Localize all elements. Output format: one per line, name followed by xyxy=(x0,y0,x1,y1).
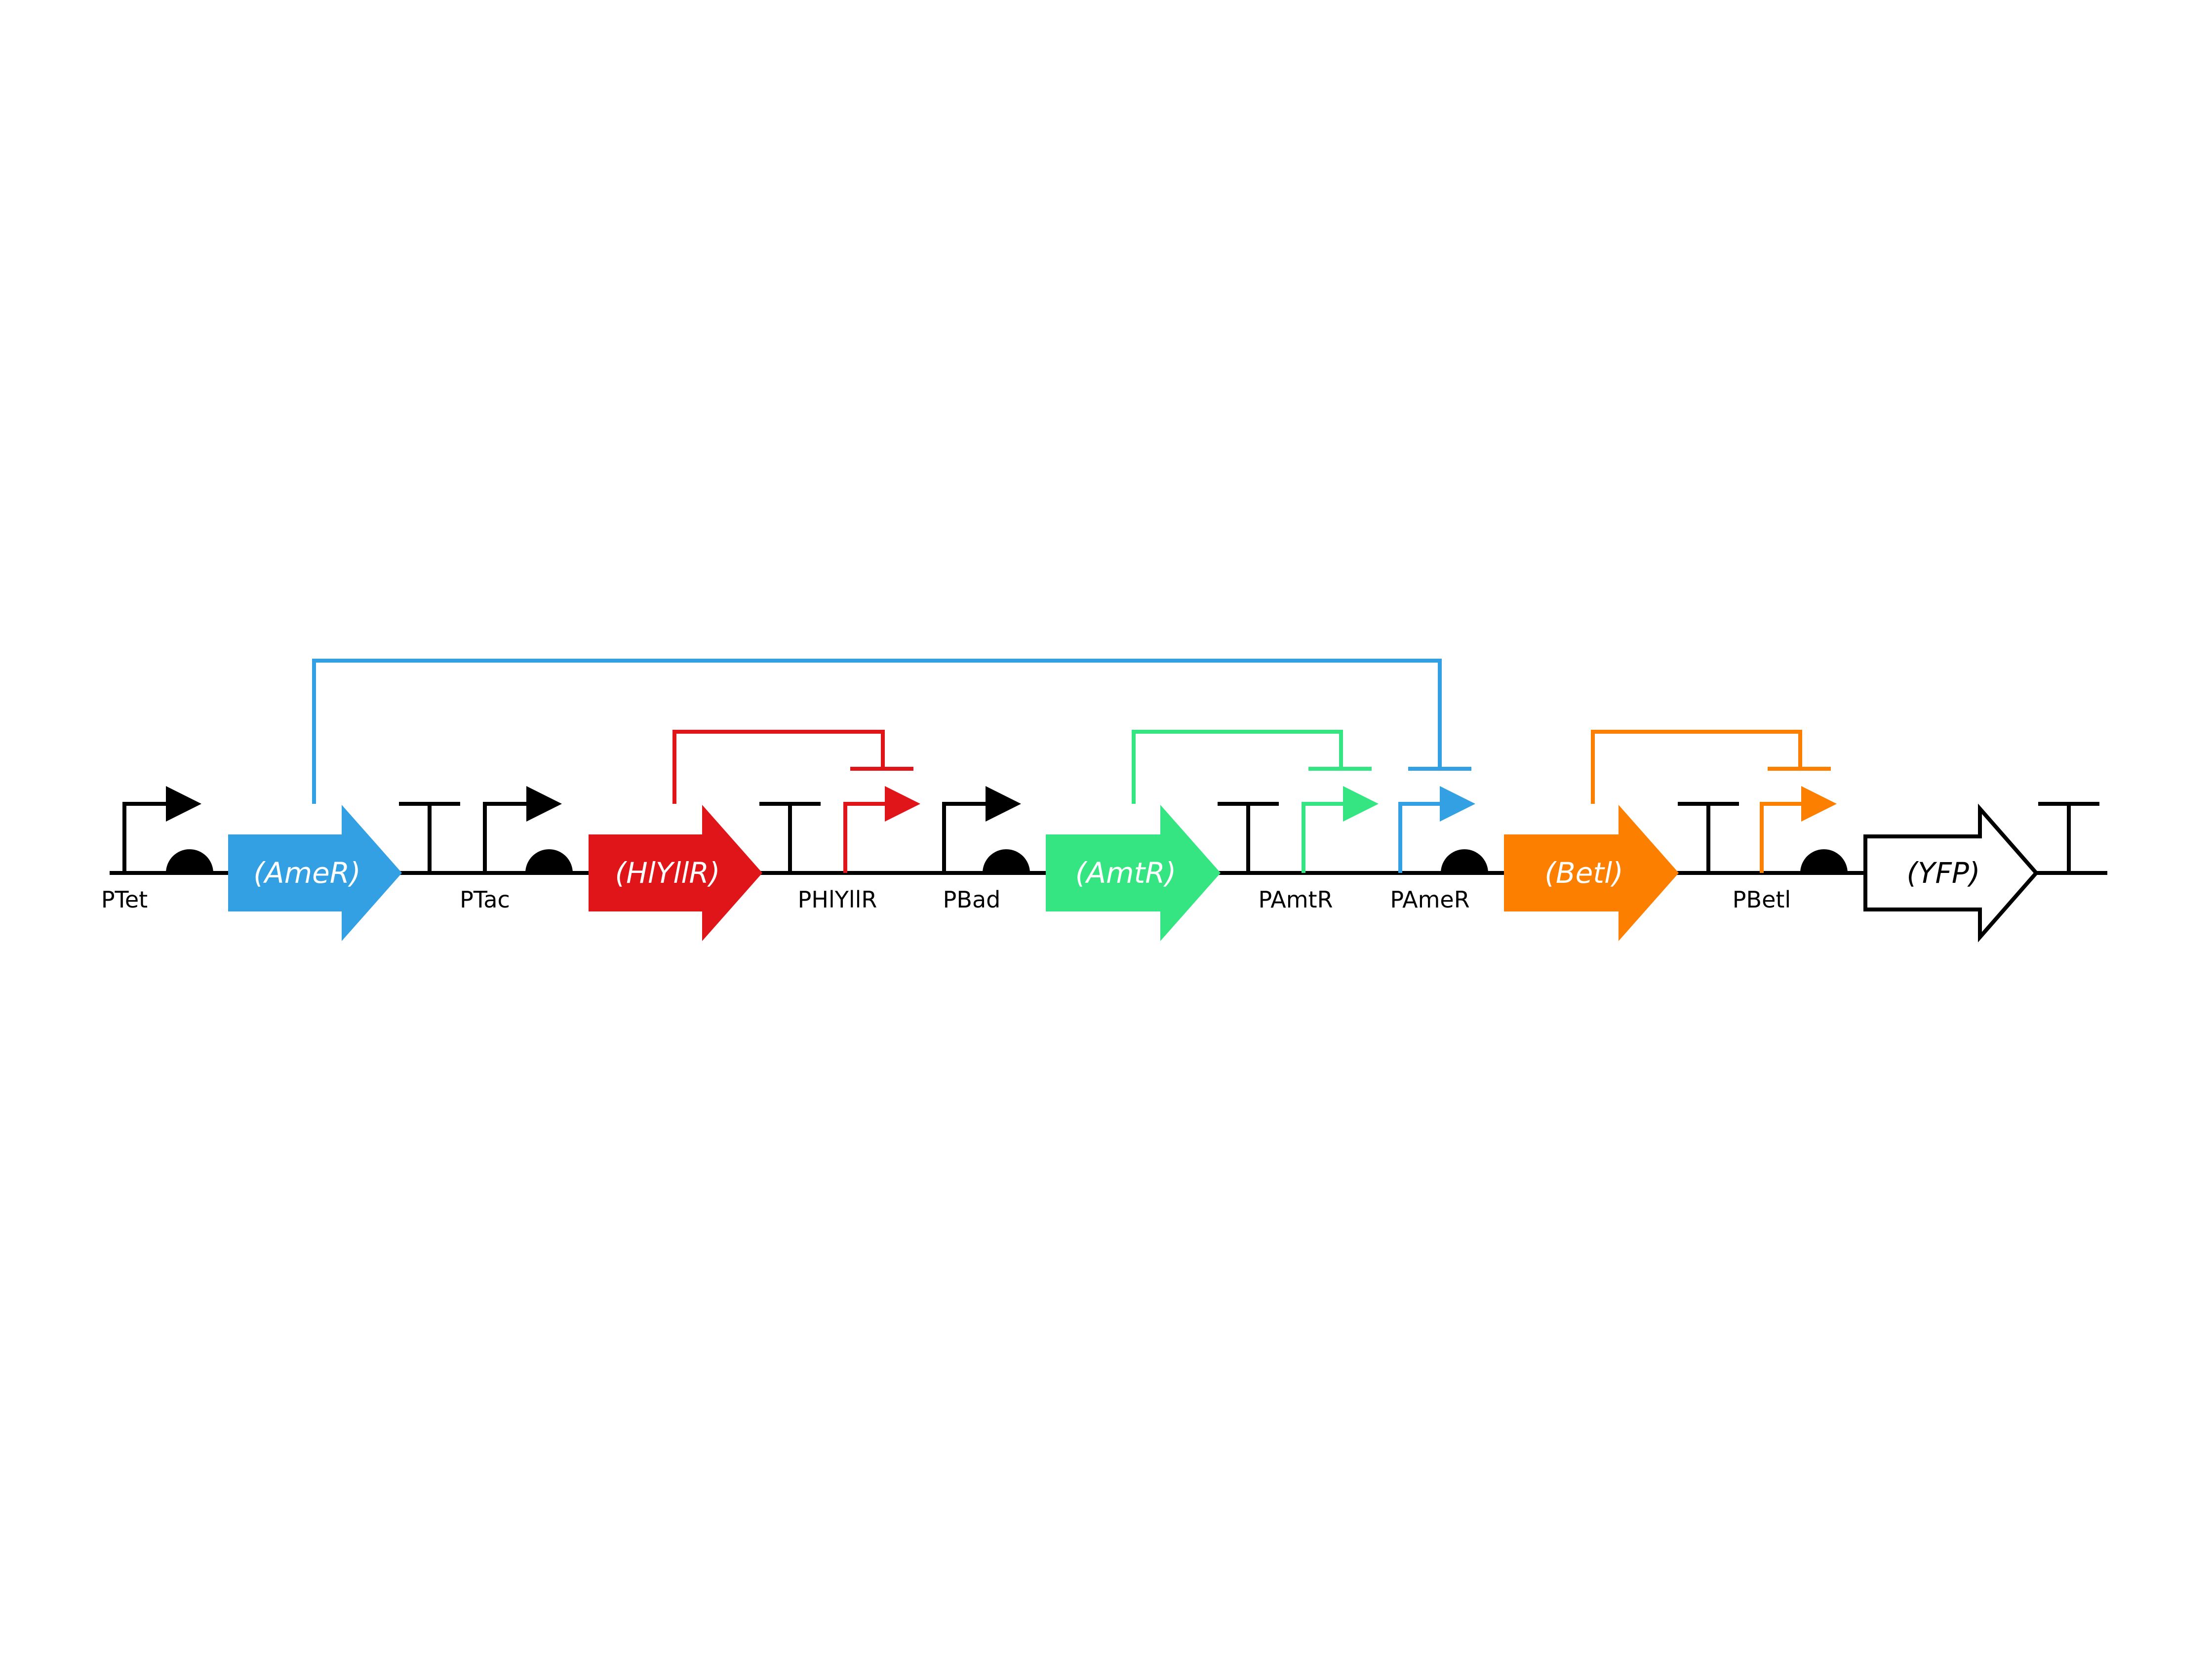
cds-hlyiir: (HlYllR) xyxy=(589,805,762,941)
promoter-label-ptet: PTet xyxy=(101,886,148,913)
promoter-arrow-icon xyxy=(942,802,988,873)
rbs-5 xyxy=(1800,849,1848,873)
promoter-pamer: PAmeR xyxy=(1390,786,1475,913)
ribosome-binding-sites xyxy=(166,849,1848,873)
promoter-arrow-icon xyxy=(122,802,168,873)
promoter-arrow-icon xyxy=(483,802,528,873)
amtR-repression-arc xyxy=(1132,730,1372,804)
promoter-pbeti: PBetl xyxy=(1733,786,1837,913)
promoter-arrowhead-icon xyxy=(1440,786,1475,822)
cds-arrow-shape xyxy=(1046,805,1221,941)
promoter-arrow-icon xyxy=(1398,802,1442,873)
promoter-label-pamtr: PAmtR xyxy=(1258,886,1333,913)
promoter-arrow-icon xyxy=(843,802,887,873)
cds-label-amer: (AmeR) xyxy=(253,856,360,890)
promoter-label-phlyiir: PHlYllR xyxy=(798,886,877,913)
promoter-arrow-icon xyxy=(1302,802,1345,873)
rbs-2 xyxy=(525,849,573,873)
promoter-ptet: PTet xyxy=(101,786,201,913)
cds-arrow-shape xyxy=(589,805,762,941)
promoter-phlyiir: PHlYllR xyxy=(798,786,920,913)
promoter-label-pbeti: PBetl xyxy=(1733,886,1791,913)
terminator-1 xyxy=(399,802,460,873)
promoter-label-pamer: PAmeR xyxy=(1390,886,1469,913)
promoter-arrowhead-icon xyxy=(986,786,1021,822)
promoter-arrow-icon xyxy=(1760,802,1803,873)
cds-arrow-shape xyxy=(1504,805,1679,941)
terminator-5 xyxy=(2038,802,2099,873)
cds-beti: (Betl) xyxy=(1504,805,1679,941)
terminators xyxy=(399,802,2099,873)
cds-amer: (AmeR) xyxy=(228,805,402,941)
cds-arrow-shape xyxy=(228,805,402,941)
cds-label-beti: (Betl) xyxy=(1544,856,1623,890)
regulation-arcs xyxy=(312,659,1831,804)
promoter-arrowhead-icon xyxy=(166,786,201,822)
promoter-pamtr: PAmtR xyxy=(1258,786,1379,913)
promoter-arrowhead-icon xyxy=(885,786,920,822)
terminator-4 xyxy=(1678,802,1739,873)
promoter-arrowhead-icon xyxy=(1801,786,1837,822)
rbs-3 xyxy=(983,849,1030,873)
hlyIIR-repression-arc xyxy=(672,730,913,804)
promoter-label-ptac: PTac xyxy=(460,886,510,913)
cds-label-yfp: (YFP) xyxy=(1906,856,1980,890)
cds-label-hlyiir: (HlYllR) xyxy=(615,856,720,890)
promoter-label-pbad: PBad xyxy=(943,886,1001,913)
promoter-arrowhead-icon xyxy=(1343,786,1379,822)
ameR-repression-arc xyxy=(312,659,1471,804)
terminator-3 xyxy=(1218,802,1279,873)
promoter-arrowhead-icon xyxy=(526,786,562,822)
cds-arrow-shape xyxy=(1863,803,2039,943)
rbs-1 xyxy=(166,849,213,873)
cds-yfp: (YFP) xyxy=(1863,803,2039,943)
cds-amtr: (AmtR) xyxy=(1046,805,1221,941)
betI-repression-arc xyxy=(1591,730,1831,804)
promoter-ptac: PTac xyxy=(460,786,562,913)
cds-label-amtr: (AmtR) xyxy=(1075,856,1176,890)
rbs-4 xyxy=(1441,849,1488,873)
promoter-pbad: PBad xyxy=(942,786,1021,913)
terminator-2 xyxy=(759,802,821,873)
